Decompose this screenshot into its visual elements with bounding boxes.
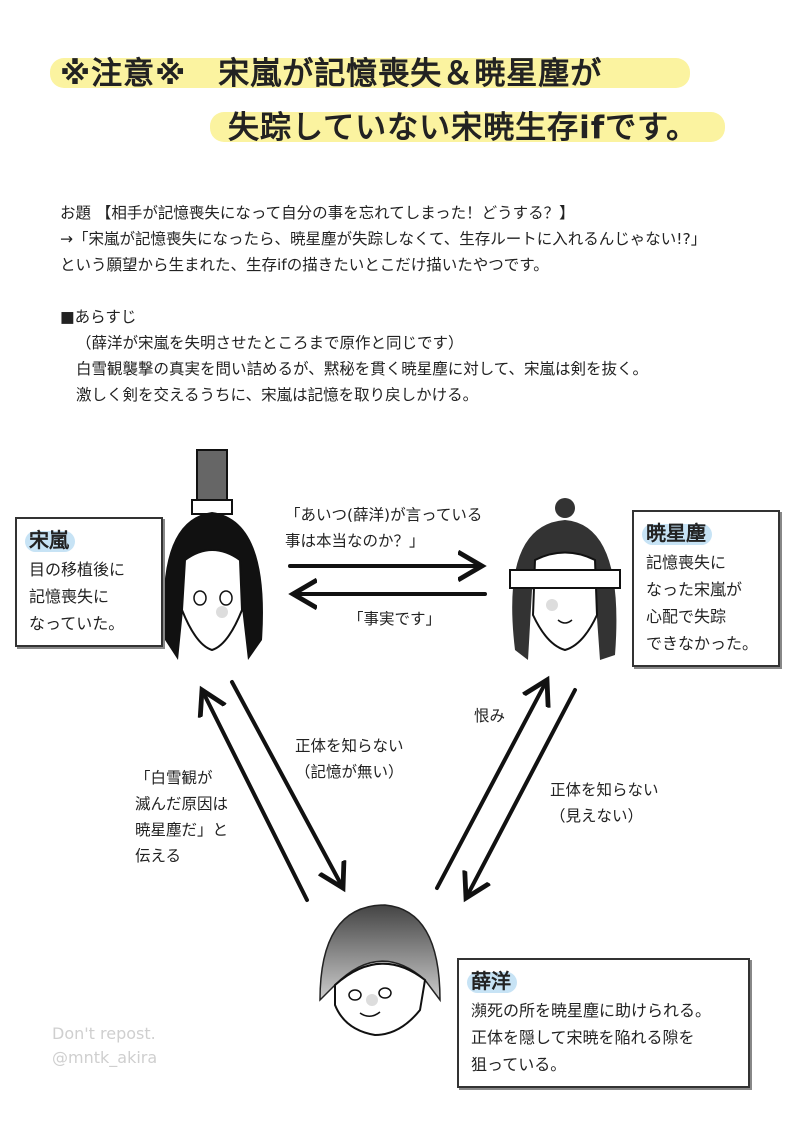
songlan-desc: 記憶喪失に	[29, 587, 110, 606]
synopsis-line: （薛洋が宋嵐を失明させたところまで原作と同じです）	[76, 334, 464, 352]
xue-name: 薛洋	[467, 969, 517, 993]
label-xiao-to-song: 「事実です」	[348, 610, 442, 628]
label-song-to-xue: 正体を知らない（記憶が無い）	[295, 737, 404, 781]
title-highlight-1	[50, 58, 690, 88]
label-xue-to-xiao: 恨み	[474, 707, 506, 725]
label-xue-to-song: 「白雪観が滅んだ原因は暁星塵だ」と伝える	[135, 769, 229, 865]
watermark: Don't repost.@mntk_akira	[52, 1024, 158, 1067]
synopsis-line: 激しく剣を交えるうちに、宋嵐は記憶を取り戻しかける。	[76, 386, 479, 404]
songlan-card: 宋嵐 目の移植後に 記憶喪失に なっていた。	[15, 517, 163, 647]
xiao-desc: なった宋嵐が	[646, 580, 743, 599]
xue-desc: 狙っている。	[471, 1055, 567, 1074]
xue-card: 薛洋 瀕死の所を暁星塵に助けられる。 正体を隠して宋暁を陥れる隙を 狙っている。	[457, 958, 750, 1088]
label-song-to-xiao: 「あいつ(薛洋)が言っている事は本当なのか？」	[285, 506, 483, 550]
arrow-xiao-to-xue	[466, 688, 577, 898]
intro-line: お題 【相手が記憶喪失になって自分の事を忘れてしまった！どうする？】	[60, 204, 575, 222]
title-line-2: 失踪していない宋暁生存ifです。	[228, 110, 699, 146]
xiao-card: 暁星塵 記憶喪失に なった宋嵐が 心配で失踪 できなかった。	[632, 510, 780, 667]
label-xiao-to-xue: 正体を知らない（見えない）	[550, 781, 659, 825]
intro-line: →「宋嵐が記憶喪失になったら、暁星塵が失踪しなくて、生存ルートに入れるんじゃない…	[60, 230, 707, 248]
xiao-name: 暁星塵	[642, 521, 712, 545]
xiao-desc: できなかった。	[646, 634, 759, 653]
synopsis-heading: ■あらすじ	[60, 308, 137, 326]
xueyang-portrait	[319, 904, 441, 1037]
songlan-portrait	[163, 449, 263, 660]
xue-desc: 瀕死の所を暁星塵に助けられる。	[471, 1001, 712, 1020]
songlan-desc: 目の移植後に	[29, 560, 126, 579]
xiao-desc: 心配で失踪	[646, 607, 727, 626]
intro-line: という願望から生まれた、生存ifの描きたいとこだけ描いたやつです。	[60, 256, 549, 274]
songlan-desc: なっていた。	[29, 614, 125, 633]
synopsis-line: 白雪観襲撃の真実を問い詰めるが、黙秘を貫く暁星塵に対して、宋嵐は剣を抜く。	[76, 360, 648, 378]
arrow-songlan-to-xue	[230, 680, 343, 888]
arrow-xue-to-songlan	[202, 690, 309, 902]
xue-desc: 正体を隠して宋暁を陥れる隙を	[471, 1028, 695, 1047]
intro: お題 【相手が記憶喪失になって自分の事を忘れてしまった！どうする？】 →「宋嵐が…	[60, 200, 706, 408]
xiaoxingchen-portrait	[509, 498, 621, 660]
xiao-desc: 記憶喪失に	[646, 553, 727, 572]
title-highlight-2	[210, 112, 725, 142]
title-line-1: ※注意※ 宋嵐が記憶喪失＆暁星塵が	[60, 56, 603, 92]
arrow-xue-to-xiao	[435, 680, 547, 890]
songlan-name: 宋嵐	[25, 528, 75, 552]
